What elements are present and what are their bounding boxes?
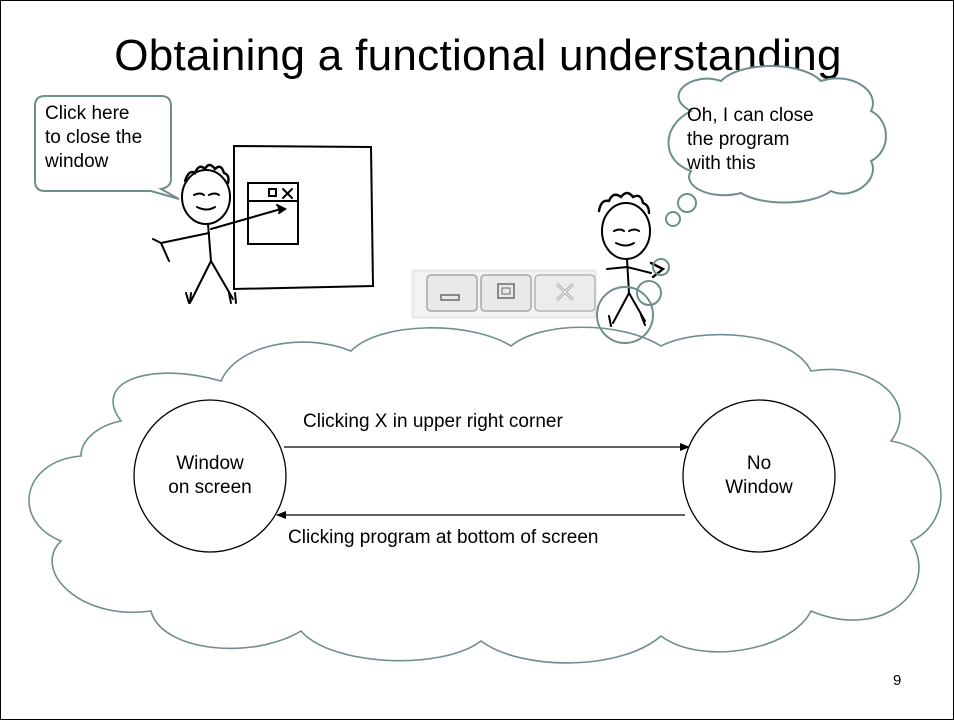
state-window-on-screen-label: Window on screen xyxy=(168,453,252,498)
transition-close-label: Clicking X in upper right corner xyxy=(303,411,563,432)
maximize-button xyxy=(480,274,532,312)
close-button xyxy=(534,274,596,312)
state-no-window-label: No Window xyxy=(725,453,793,498)
highlight-circle-small xyxy=(652,258,670,276)
state-no-window-node xyxy=(682,399,836,553)
page-number: 9 xyxy=(893,672,902,689)
window-controls xyxy=(411,269,597,319)
slide-title: Obtaining a functional understanding xyxy=(114,31,842,80)
thought-dot-2 xyxy=(665,211,681,227)
transition-open-label: Clicking program at bottom of screen xyxy=(288,527,599,548)
teacher-figure xyxy=(152,144,375,304)
thought-dot-1 xyxy=(677,193,697,213)
state-window-on-screen-node xyxy=(133,399,287,553)
thought-bubble-text: Oh, I can close the program with this xyxy=(687,105,814,174)
user-figure xyxy=(597,191,666,327)
highlight-circle-medium xyxy=(636,280,662,306)
speech-bubble xyxy=(34,95,180,200)
thought-bubble xyxy=(667,65,887,204)
diagram-cloud xyxy=(28,326,942,664)
speech-bubble-text: Click here to close the window xyxy=(45,103,143,172)
minimize-button xyxy=(426,274,478,312)
highlight-circle-large xyxy=(596,286,654,344)
